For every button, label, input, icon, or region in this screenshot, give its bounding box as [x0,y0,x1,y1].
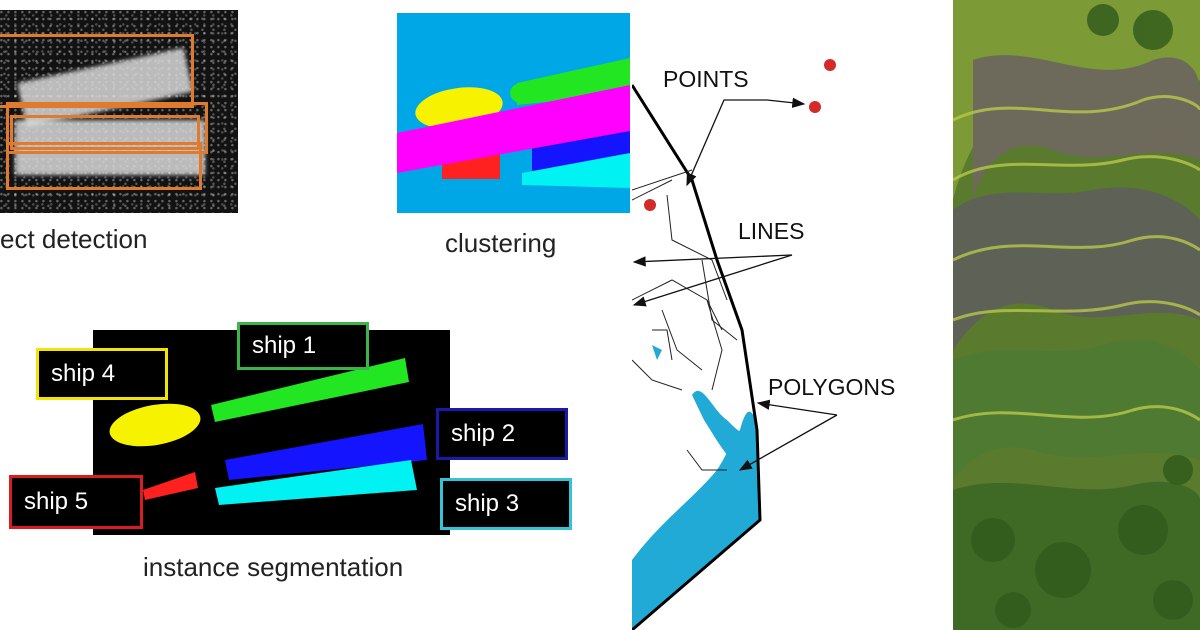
ship-2-label: ship 2 [436,408,568,460]
road-lines [632,169,738,471]
cluster-green-tip [510,83,534,103]
segment-ship-3 [215,460,417,505]
polygons-label: POLYGONS [768,374,896,400]
point-marker [644,199,656,211]
points-label: POINTS [663,66,749,92]
segment-ship-5 [143,472,198,500]
segment-ship-2 [225,424,427,480]
segmentation-shapes [109,358,427,505]
instance-segmentation-caption: instance segmentation [143,552,404,582]
cluster-cyan [522,153,630,188]
instance-segmentation-image [93,330,450,535]
ship-5-label: ship 5 [9,475,143,529]
inlet-polygon-small [652,345,662,360]
ship-4-label: ship 4 [36,348,168,400]
lines-arrow-2 [632,254,793,307]
ship-1-label: ship 1 [237,322,369,370]
detection-box [6,142,202,190]
inlet-polygon [692,390,750,470]
ship-3-label-text: ship 3 [455,490,520,517]
points-arrow [686,99,767,187]
ship-5-label-text: ship 5 [24,488,89,515]
vector-map [632,59,838,630]
ship-2-label-text: ship 2 [451,420,516,447]
aerial-terrace-photo [953,0,1200,630]
points-arrow-2 [766,97,806,108]
point-marker [824,59,836,71]
lines-arrow [632,254,793,267]
segment-ship-4 [109,403,201,447]
polygons-arrow [756,399,838,416]
ship-3-label: ship 3 [440,478,572,530]
lines-label: LINES [738,218,805,244]
cluster-magenta [397,85,630,173]
water-polygon [632,411,760,630]
segment-ship-1 [211,358,409,422]
object-detection-image [0,10,238,213]
clustering-caption: clustering [445,228,557,258]
ship-1-label-text: ship 1 [252,332,317,359]
clustering-shapes [397,58,630,188]
detection-box [0,34,194,108]
clustering-image [397,13,630,213]
detection-box [10,115,200,150]
object-detection-caption: ect detection [0,224,148,254]
terrace-illustration [953,0,1200,630]
point-marker [809,101,821,113]
detection-box [6,102,208,154]
ship-4-label-text: ship 4 [51,360,116,387]
polygons-arrow-2 [738,414,838,471]
